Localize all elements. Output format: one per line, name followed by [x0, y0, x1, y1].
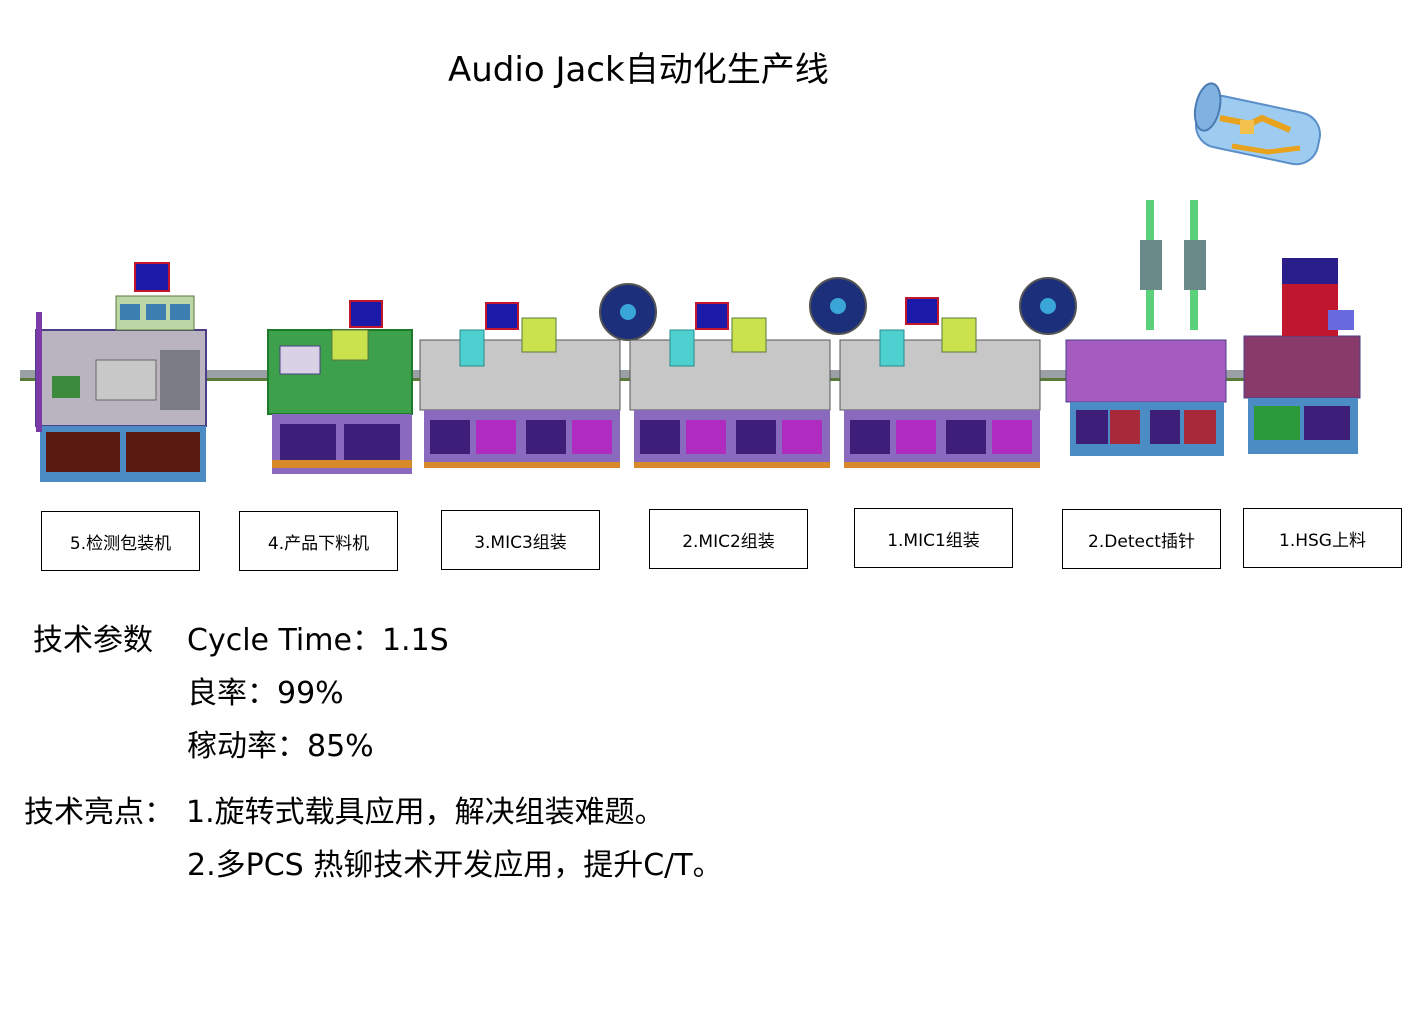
- machine-hsg-loading: [1243, 258, 1361, 454]
- station-label-unloading: 4.产品下料机: [239, 511, 398, 571]
- station-label-inspection-packing: 5.检测包装机: [41, 511, 200, 571]
- station-label-detect: 2.Detect插针: [1062, 509, 1221, 569]
- machine-mic1-assembly: [839, 277, 1077, 468]
- machine-inspection-packing: [35, 262, 207, 482]
- station-label-mic2: 2.MIC2组装: [649, 509, 808, 569]
- spec-cycle-time: Cycle Time：1.1S: [187, 623, 449, 658]
- machine-mic2-assembly: [629, 277, 867, 468]
- highlights-heading: 技术亮点：: [24, 795, 174, 830]
- station-label-hsg: 1.HSG上料: [1243, 508, 1402, 568]
- station-label-mic3: 3.MIC3组装: [441, 510, 600, 570]
- highlight-item-1: 1.旋转式载具应用，解决组装难题。: [186, 795, 665, 830]
- audio-jack-product-image: [1193, 82, 1321, 166]
- specs-heading: 技术参数: [33, 623, 153, 658]
- highlight-item-2: 2.多PCS 热铆技术开发应用，提升C/T。: [187, 848, 723, 883]
- spec-yield: 良率：99%: [187, 676, 344, 711]
- production-line-illustration: [20, 82, 1361, 482]
- machine-detect-pin-insertion: [1065, 200, 1227, 456]
- station-label-mic1: 1.MIC1组装: [854, 508, 1013, 568]
- machine-unloading: [267, 300, 413, 474]
- spec-uptime: 稼动率：85%: [187, 729, 374, 764]
- page-title: Audio Jack自动化生产线: [448, 50, 829, 90]
- machine-mic3-assembly: [419, 283, 657, 468]
